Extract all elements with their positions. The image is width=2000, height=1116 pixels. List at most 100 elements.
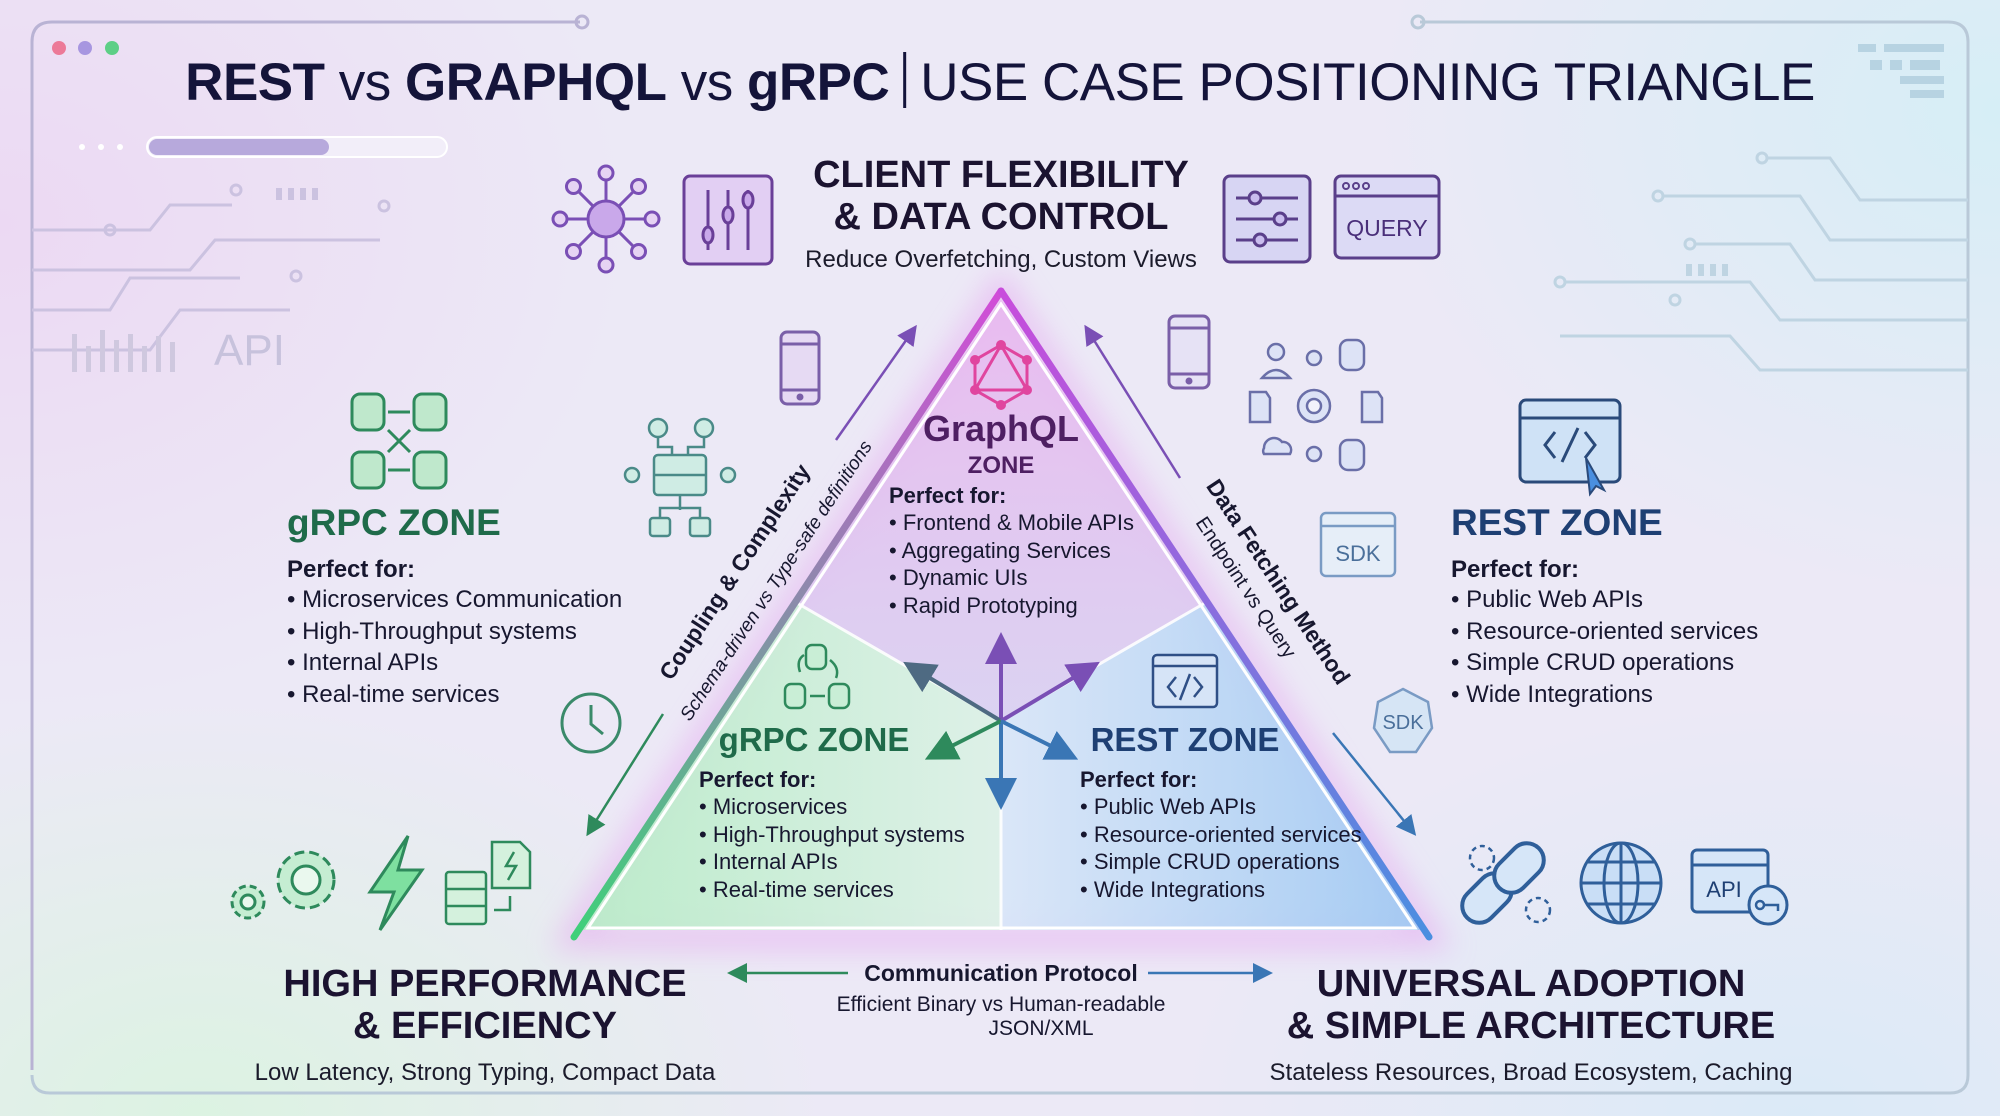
code-window-icon: [1151, 653, 1219, 709]
sdk-badge-icon: SDK: [1372, 687, 1434, 754]
chain-link-icon: [1460, 841, 1552, 925]
globe-icon: [1579, 841, 1663, 925]
hub-node: [643, 210, 661, 228]
sdk-window-icon: SDK: [1319, 511, 1397, 578]
graphql-perfect-for: Perfect for:: [889, 483, 1007, 508]
list-item: Microservices Communication: [287, 584, 622, 616]
settings-sliders-icon: [1222, 174, 1312, 264]
hub-node: [597, 164, 615, 182]
outer-grpc-title: gRPC ZONE: [287, 502, 501, 543]
top-vertex-subtitle: Reduce Overfetching, Custom Views: [805, 246, 1197, 273]
inner-grpc-perfect-for: Perfect for:: [699, 767, 817, 792]
inner-grpc-list: Microservices High-Throughput systems In…: [699, 793, 965, 903]
inner-graphql-title: GraphQL ZONE: [923, 408, 1079, 480]
list-item: High-Throughput systems: [699, 821, 965, 849]
inner-graphql-zone: Perfect for: Frontend & Mobile APIs Aggr…: [889, 483, 1134, 619]
api-watermark: API: [214, 326, 285, 375]
progress-bar: [79, 136, 448, 158]
server-document-icon: [444, 840, 532, 926]
bottom-left-heading-line2: & EFFICIENCY: [353, 1005, 617, 1047]
hub-spoke: [617, 230, 636, 249]
top-vertex-heading-line1: CLIENT FLEXIBILITY: [813, 154, 1189, 196]
hub-node: [564, 177, 582, 195]
list-item: Real-time services: [699, 876, 965, 904]
hub-spoke: [576, 189, 595, 208]
outer-rest-title: REST ZONE: [1451, 502, 1663, 543]
bottom-left-subtitle: Low Latency, Strong Typing, Compact Data: [254, 1059, 716, 1086]
sdk-badge-label: SDK: [1382, 712, 1424, 734]
api-key-icon: API: [1690, 848, 1789, 926]
code-browser-icon: [1518, 398, 1622, 497]
data-flow-gear-icon: [1248, 338, 1384, 472]
title-subtitle: USE CASE POSITIONING TRIANGLE: [920, 53, 1815, 112]
title-rest: REST: [185, 53, 325, 112]
title-grpc: gRPC: [746, 53, 890, 112]
database-cluster-icon: [350, 392, 448, 490]
outer-grpc-list: Microservices Communication High-Through…: [287, 584, 622, 710]
list-item: Public Web APIs: [1080, 793, 1362, 821]
window-dots: [52, 41, 119, 55]
list-item: Public Web APIs: [1451, 584, 1758, 616]
menu-lines-icon: [1858, 44, 1944, 98]
inner-grpc-title: gRPC ZONE: [718, 721, 910, 758]
list-item: Frontend & Mobile APIs: [889, 509, 1134, 537]
list-item: Wide Integrations: [1080, 876, 1362, 904]
list-item: Simple CRUD operations: [1080, 848, 1362, 876]
equalizer-sliders-icon: [682, 174, 774, 266]
outer-grpc-perfect-for: Perfect for:: [287, 556, 416, 583]
list-item: Dynamic UIs: [889, 564, 1134, 592]
inner-rest-perfect-for: Perfect for:: [1080, 767, 1198, 792]
hub-spoke: [576, 230, 595, 249]
cursor-icon: [1585, 457, 1607, 497]
hub-spoke: [617, 189, 636, 208]
list-item: Internal APIs: [287, 647, 622, 679]
sdk-label: SDK: [1335, 541, 1381, 566]
inner-rest-title: REST ZONE: [1090, 721, 1280, 758]
outer-rest-zone: REST ZONE Perfect for: Public Web APIs R…: [1451, 502, 1758, 710]
title-graphql: GRAPHQL: [405, 53, 667, 112]
title-divider: [903, 52, 907, 108]
bottom-axis-sub-line2: JSON/XML: [988, 1017, 1094, 1040]
graphql-zone-label: ZONE: [967, 452, 1035, 479]
inner-rest-zone: Perfect for: Public Web APIs Resource-or…: [1080, 767, 1362, 903]
title-vs: vs: [338, 53, 392, 112]
circuit-decoration-left: [32, 183, 391, 352]
bottom-left-heading-line1: HIGH PERFORMANCE: [283, 963, 687, 1005]
outer-arrows: [586, 324, 1417, 983]
list-item: Aggregating Services: [889, 537, 1134, 565]
list-item: High-Throughput systems: [287, 616, 622, 648]
outer-grpc-zone: gRPC ZONE Perfect for: Microservices Com…: [287, 502, 622, 710]
list-item: Internal APIs: [699, 848, 965, 876]
bottom-right-vertex-label: UNIVERSAL ADOPTION & SIMPLE ARCHITECTURE…: [1270, 963, 1793, 1087]
bottom-right-subtitle: Stateless Resources, Broad Ecosystem, Ca…: [1269, 1059, 1793, 1086]
mobile-phone-icon: [779, 330, 821, 406]
graphql-list: Frontend & Mobile APIs Aggregating Servi…: [889, 509, 1134, 619]
title-vs: vs: [680, 53, 734, 112]
list-item: Resource-oriented services: [1080, 821, 1362, 849]
server-network-icon: [623, 417, 737, 538]
window-frame: [30, 14, 1970, 1095]
database-cycle-icon: [783, 643, 851, 710]
query-label: QUERY: [1346, 215, 1427, 241]
hub-node: [564, 243, 582, 261]
hub-node: [630, 243, 648, 261]
graphql-logo-icon: [970, 340, 1032, 410]
inner-rest-list: Public Web APIs Resource-oriented servic…: [1080, 793, 1362, 903]
list-item: Simple CRUD operations: [1451, 647, 1758, 679]
hub-node: [551, 210, 569, 228]
list-item: Resource-oriented services: [1451, 616, 1758, 648]
bottom-axis-label: Communication Protocol Efficient Binary …: [837, 960, 1166, 1041]
center-direction-arrows: [903, 632, 1100, 810]
lightning-icon: [367, 835, 425, 931]
hub-node: [597, 256, 615, 274]
gears-icon: [230, 850, 336, 920]
api-key-label: API: [1706, 877, 1741, 902]
list-item: Microservices: [699, 793, 965, 821]
hub-node: [630, 177, 648, 195]
top-vertex-heading-line2: & DATA CONTROL: [833, 196, 1169, 238]
list-item: Wide Integrations: [1451, 679, 1758, 711]
inner-grpc-zone: Perfect for: Microservices High-Throughp…: [699, 767, 965, 903]
bottom-right-heading-line1: UNIVERSAL ADOPTION: [1316, 963, 1746, 1005]
list-item: Rapid Prototyping: [889, 592, 1134, 620]
outer-rest-perfect-for: Perfect for:: [1451, 556, 1580, 583]
